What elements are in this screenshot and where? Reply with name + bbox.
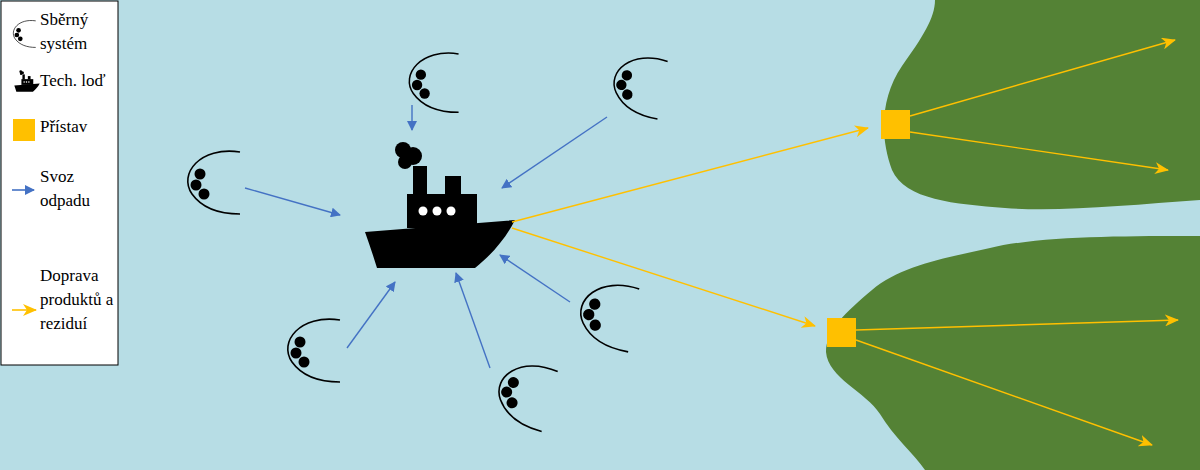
legend-text: Přístav [40, 115, 116, 139]
port [881, 110, 910, 139]
land-north [884, 0, 1200, 209]
collection-system [288, 319, 340, 382]
collection-system [409, 53, 458, 112]
collection-system [491, 357, 558, 431]
collection-system [188, 151, 240, 214]
legend-text: Doprava produktů a reziduí [40, 264, 116, 336]
land-south [826, 236, 1200, 470]
collection-system [575, 279, 639, 352]
waste-arrows [245, 105, 607, 368]
legend-blue-arrow [12, 189, 34, 191]
legend-collection-icon [13, 21, 35, 48]
legend-text: Tech. loď [40, 69, 116, 93]
product-arrows [512, 40, 1178, 445]
legend-text: Sběrný systém [40, 8, 116, 56]
legend-orange-arrow [12, 309, 36, 311]
technological-ship [365, 142, 515, 268]
legend-box [1, 1, 118, 365]
legend-swatch [13, 119, 35, 141]
legend-ship-icon [14, 70, 39, 91]
port [827, 318, 856, 347]
legend-text: Svoz odpadu [40, 165, 116, 213]
collection-system [609, 52, 668, 119]
